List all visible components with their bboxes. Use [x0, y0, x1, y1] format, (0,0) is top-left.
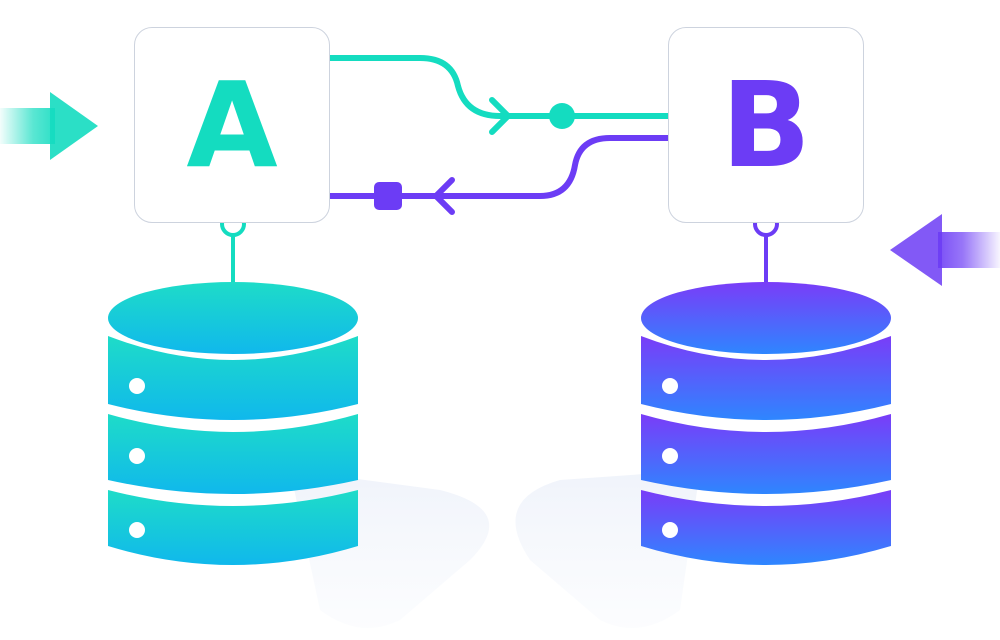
- inbound-arrow-icon: [0, 92, 98, 160]
- node-b-label: B: [721, 56, 811, 194]
- chevron-left-icon: [433, 177, 455, 215]
- connector-a: [220, 211, 246, 290]
- database-icon: [108, 282, 358, 565]
- circle-marker-icon: [549, 103, 575, 129]
- node-a: A: [134, 27, 330, 223]
- connector-b: [753, 211, 779, 290]
- chevron-right-icon: [489, 97, 511, 135]
- connection-a-to-b: [327, 55, 671, 135]
- database-icon: [641, 282, 891, 565]
- inbound-arrow-icon: [890, 214, 1000, 286]
- node-b: B: [668, 27, 864, 223]
- square-marker-icon: [374, 182, 402, 210]
- connection-b-to-a: [327, 135, 671, 215]
- node-a-label: A: [186, 56, 278, 194]
